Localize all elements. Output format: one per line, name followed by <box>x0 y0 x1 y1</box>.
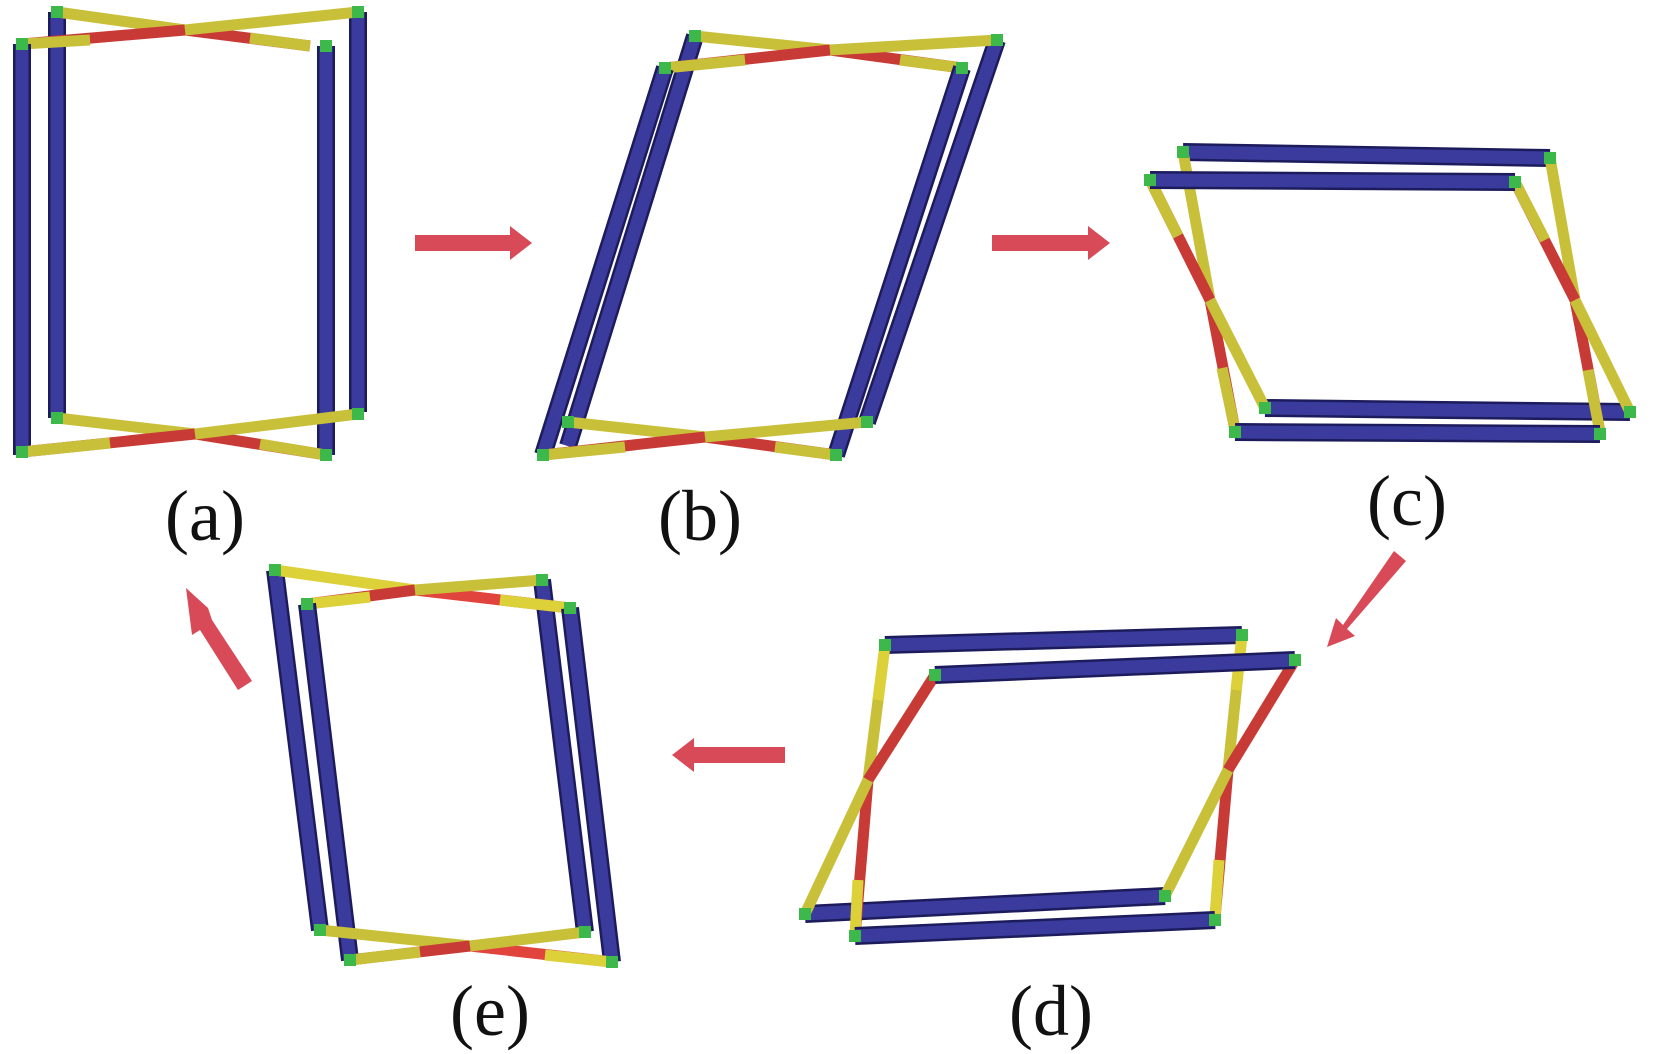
panel-e-top-struts <box>274 564 571 614</box>
panel-label-a: (a) <box>165 476 245 556</box>
panel-b-back-frame <box>559 33 1006 449</box>
panel-a-top-struts <box>21 6 359 52</box>
panel-b-mechanism <box>534 30 1006 461</box>
arrow-e-to-a <box>186 588 252 690</box>
panel-b-bottom-struts <box>542 416 868 461</box>
panel-a-bottom-struts <box>21 408 359 461</box>
panel-a-back-frame <box>48 12 367 418</box>
panel-c-left-struts <box>1145 151 1270 432</box>
panel-b-joints <box>537 30 1003 461</box>
panel-d-mechanism <box>799 626 1301 945</box>
panel-d-front-frame <box>854 651 1296 945</box>
panel-a-front-frame <box>13 44 335 455</box>
panel-b-front-frame <box>534 65 971 458</box>
arrow-a-to-b <box>415 226 532 260</box>
panel-label-d: (d) <box>1009 971 1093 1051</box>
panel-b-top-struts <box>664 30 998 74</box>
panel-a-mechanism <box>13 6 367 461</box>
arrow-d-to-e <box>672 738 785 772</box>
panel-e-joints <box>269 564 618 968</box>
panel-c-front-frame <box>1149 171 1601 443</box>
panel-d-right-struts <box>1160 634 1300 919</box>
panel-d-back-frame <box>804 626 1243 923</box>
arrow-b-to-c <box>992 226 1110 260</box>
panel-labels: (a) (b) (c) (d) (e) <box>165 461 1447 1051</box>
panel-e-mechanism <box>266 564 621 968</box>
panel-label-e: (e) <box>450 971 530 1051</box>
panel-label-b: (b) <box>658 476 742 556</box>
panel-label-c: (c) <box>1367 461 1447 541</box>
panel-c-back-frame <box>1182 143 1631 421</box>
panel-c-joints <box>1144 146 1636 440</box>
panel-e-front-frame <box>298 602 621 964</box>
panel-d-joints <box>799 629 1301 942</box>
panel-d-left-struts <box>800 644 940 937</box>
panel-c-mechanism <box>1144 143 1636 443</box>
panel-e-bottom-struts <box>319 924 613 968</box>
panel-c-right-struts <box>1510 157 1635 434</box>
panel-e-back-frame <box>266 568 594 934</box>
transition-arrows <box>186 226 1406 772</box>
arrow-c-to-d <box>1327 551 1406 647</box>
panel-a-joints <box>16 6 364 461</box>
